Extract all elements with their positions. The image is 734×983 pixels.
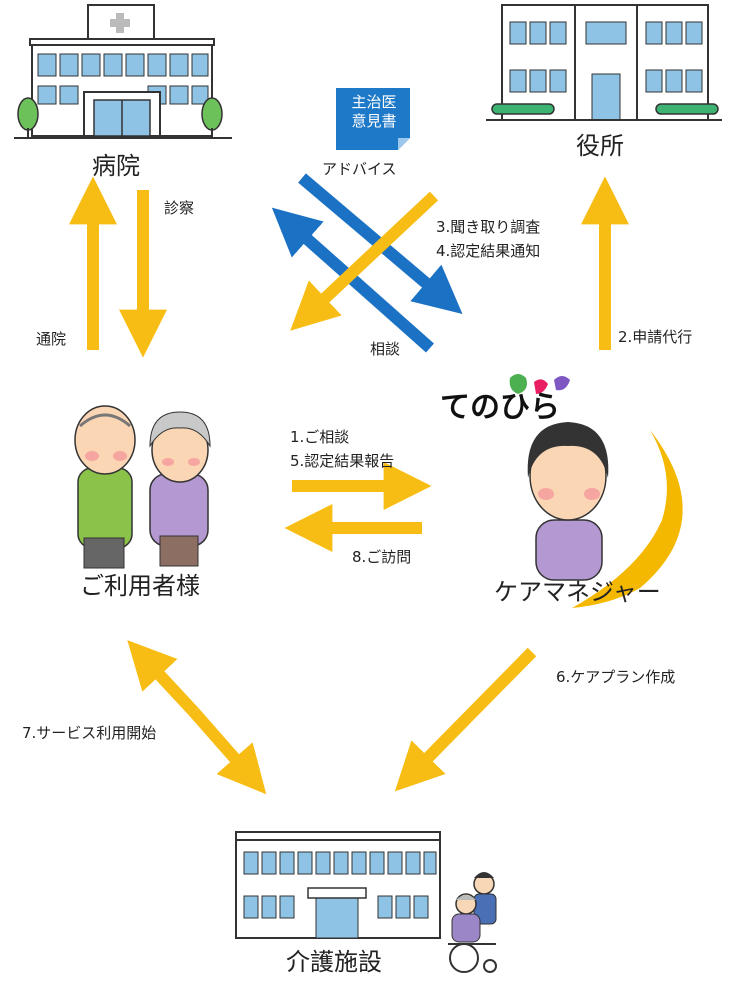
examination-label: 診察 — [164, 199, 195, 217]
advice-label: アドバイス — [322, 160, 397, 178]
tenohira-logo-hands-icon — [509, 374, 570, 394]
hospital-visit-label: 通院 — [36, 330, 67, 348]
doctor-opinion-badge-text: 主治医 意見書 — [351, 93, 397, 130]
elderly-couple-icon — [74, 405, 211, 569]
city-office-label: 役所 — [576, 132, 624, 160]
arrow-consultation — [271, 207, 434, 353]
visit-label: 8.ご訪問 — [352, 548, 412, 566]
arrow-advice — [298, 173, 463, 314]
result-notice-label: 4.認定結果通知 — [436, 242, 541, 260]
hospital-label: 病院 — [92, 152, 140, 180]
result-report-label: 5.認定結果報告 — [290, 452, 395, 470]
arrow-care-plan — [394, 647, 537, 792]
doctor-opinion-document-icon — [336, 88, 410, 150]
city-office-building-icon — [486, 4, 722, 121]
users-label: ご利用者様 — [80, 572, 200, 600]
service-start-label: 7.サービス利用開始 — [22, 724, 157, 742]
care-manager-label: ケアマネジャー — [494, 578, 661, 606]
hospital-building-icon — [14, 4, 232, 139]
care-facility-building-icon — [235, 831, 441, 939]
arrow-service-start-up — [127, 640, 199, 717]
flow-arrows — [69, 173, 629, 795]
consultation-label: 相談 — [370, 340, 401, 358]
care-facility-label: 介護施設 — [286, 948, 382, 976]
proxy-application-label: 2.申請代行 — [618, 328, 693, 346]
user-consult-label: 1.ご相談 — [290, 428, 350, 446]
arrow-service-start-down — [189, 708, 267, 795]
arrow-survey-notice — [290, 191, 439, 331]
survey-label: 3.聞き取り調査 — [436, 218, 541, 236]
care-plan-label: 6.ケアプラン作成 — [556, 668, 676, 686]
tenohira-logo: てのひら — [440, 390, 560, 425]
care-manager-icon — [527, 422, 683, 608]
wheelchair-caregiver-icon — [448, 872, 497, 973]
